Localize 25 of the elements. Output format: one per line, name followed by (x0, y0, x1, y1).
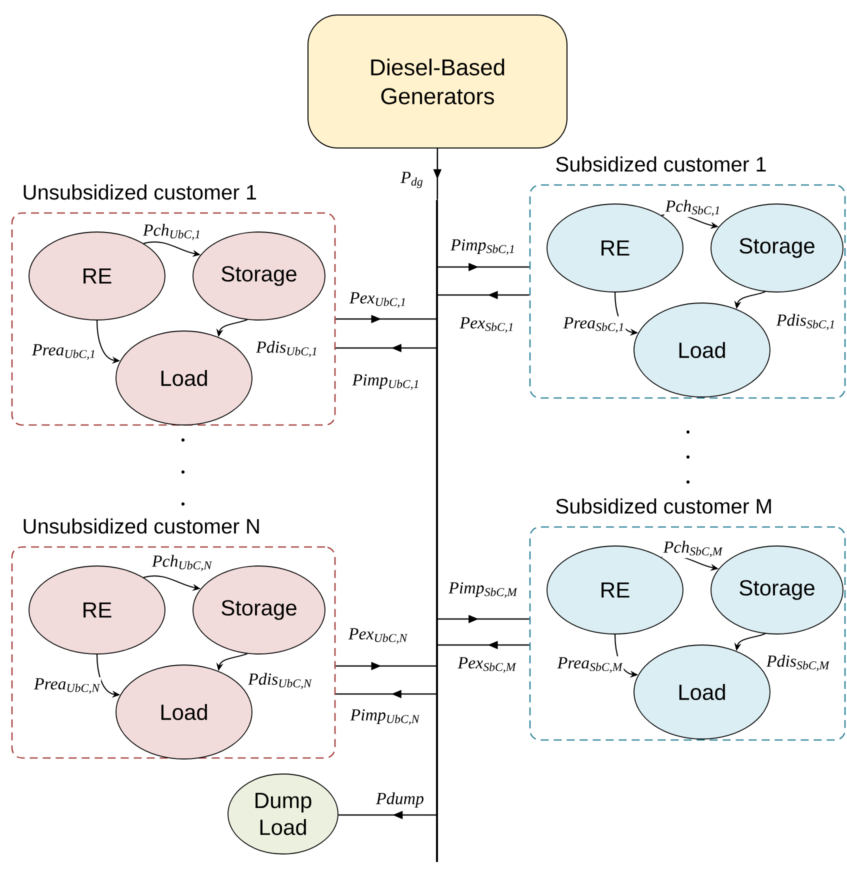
edge-label: Pex$_{UbC,N}$ (347, 627, 409, 645)
edge-label: Pimp$_{SbC,M}$ (448, 581, 518, 599)
edge-label: Pdump (375, 791, 425, 809)
node-label: Unsubsidized customer 1 (24, 184, 256, 200)
edge-label: Pex$_{SbC,1}$ (458, 316, 516, 334)
edge-label: Pdis$_{UbC,1}$ (255, 340, 319, 358)
edge-label: Pch$_{SbC,1}$ (664, 198, 722, 218)
edge-label: Prea$_{SbC,M}$ (556, 656, 624, 674)
edge-label: Pimp$_{UbC,N}$ (349, 708, 421, 726)
edge-label: Prea$_{UbC,1}$ (30, 343, 98, 361)
edge-label: Prea$_{SbC,1}$ (562, 316, 626, 334)
edge-label: Pex$_{SbC,M}$ (456, 656, 518, 674)
edge-label: Pch$_{SbC,M}$ (662, 540, 724, 558)
generator-box: Diesel-Based Generators (308, 14, 568, 148)
edge-label: Prea$_{UbC,N}$ (32, 677, 102, 695)
edge-label: Pimp$_{UbC,1}$ (351, 373, 421, 391)
edge-label: Pimp$_{SbC,1}$ (450, 238, 516, 256)
node-label: Subsidized customer M (556, 498, 771, 514)
node-label: Unsubsidized customer N (24, 518, 259, 534)
edge-label: Pch$_{UbC,1}$ (142, 222, 202, 242)
node-label: Subsidized customer 1 (556, 156, 766, 172)
edge-label: Pdis$_{SbC,1}$ (775, 312, 837, 332)
bus-line (436, 200, 438, 862)
edge-label: P$_{dg}$ (400, 170, 424, 190)
edge-label: Pex$_{UbC,1}$ (348, 291, 408, 309)
